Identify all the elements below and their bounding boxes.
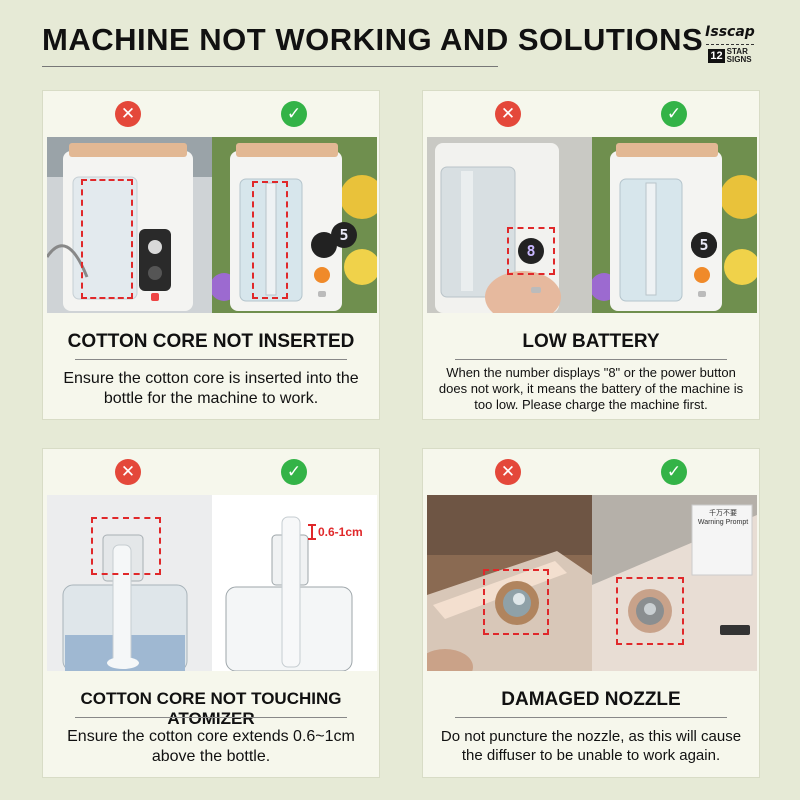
title-underline xyxy=(42,66,498,67)
photo-right-core-extended: 0.6-1cm xyxy=(212,495,377,671)
card-heading: DAMAGED NOZZLE xyxy=(501,689,681,710)
photo-wrong-core-short xyxy=(47,495,212,671)
card-cotton-core-not-touching: ✕ ✓ 0.6-1cm COTTON CORE NOT TOUCHING ATO… xyxy=(42,448,380,778)
measure-label: 0.6-1cm xyxy=(318,525,363,539)
card-description: When the number displays "8" or the powe… xyxy=(438,365,744,412)
brand-badge-number: 12 xyxy=(708,49,725,63)
display-digit: 5 xyxy=(691,232,717,258)
heading-underline xyxy=(75,717,347,718)
brand-logo: Isscap 12 STAR SIGNS xyxy=(702,24,758,64)
highlight-box xyxy=(81,179,133,299)
photo-wrong-display-8: 8 xyxy=(427,137,592,313)
heading-underline xyxy=(75,359,347,360)
card-heading: LOW BATTERY xyxy=(522,331,660,352)
right-icon: ✓ xyxy=(281,101,307,127)
photo-right-core-inserted: 5 xyxy=(212,137,377,313)
wrong-icon: ✕ xyxy=(495,101,521,127)
highlight-box xyxy=(507,227,555,275)
brand-badge-text: STAR SIGNS xyxy=(726,47,752,64)
wrong-icon: ✕ xyxy=(495,459,521,485)
right-icon: ✓ xyxy=(661,459,687,485)
card-heading: COTTON CORE NOT TOUCHING ATOMIZER xyxy=(80,689,342,728)
heading-underline xyxy=(455,359,727,360)
page-title: MACHINE NOT WORKING AND SOLUTIONS xyxy=(42,22,704,57)
wrong-icon: ✕ xyxy=(115,459,141,485)
photo-wrong-nozzle-damaged xyxy=(427,495,592,671)
card-description: Ensure the cotton core is inserted into … xyxy=(63,370,359,407)
card-cotton-core-not-inserted: ✕ ✓ 5 xyxy=(42,90,380,420)
highlight-box xyxy=(483,569,549,635)
display-digit: 5 xyxy=(331,222,357,248)
card-description: Do not puncture the nozzle, as this will… xyxy=(440,728,742,764)
photo-right-display-5: 5 xyxy=(592,137,757,313)
brand-divider xyxy=(706,44,754,45)
warning-sticker: 千万不要 Warning Prompt xyxy=(697,510,749,526)
wrong-icon: ✕ xyxy=(115,101,141,127)
card-description: Ensure the cotton core extends 0.6~1cm a… xyxy=(67,728,355,765)
brand-badge: 12 STAR SIGNS xyxy=(702,48,758,64)
right-icon: ✓ xyxy=(281,459,307,485)
photo-right-nozzle-intact: 千万不要 Warning Prompt xyxy=(592,495,757,671)
card-low-battery: ✕ ✓ 8 5 LOW BATTERY When xyxy=(422,90,760,420)
card-heading: COTTON CORE NOT INSERTED xyxy=(67,331,355,352)
photo-wrong-no-core xyxy=(47,137,212,313)
highlight-box xyxy=(616,577,684,645)
right-icon: ✓ xyxy=(661,101,687,127)
card-damaged-nozzle: ✕ ✓ 千万不要 Warning Prompt xyxy=(422,448,760,778)
highlight-box xyxy=(252,181,288,299)
heading-underline xyxy=(455,717,727,718)
display-digit: 8 xyxy=(518,238,544,264)
brand-name: Isscap xyxy=(705,24,755,40)
highlight-box xyxy=(91,517,161,575)
